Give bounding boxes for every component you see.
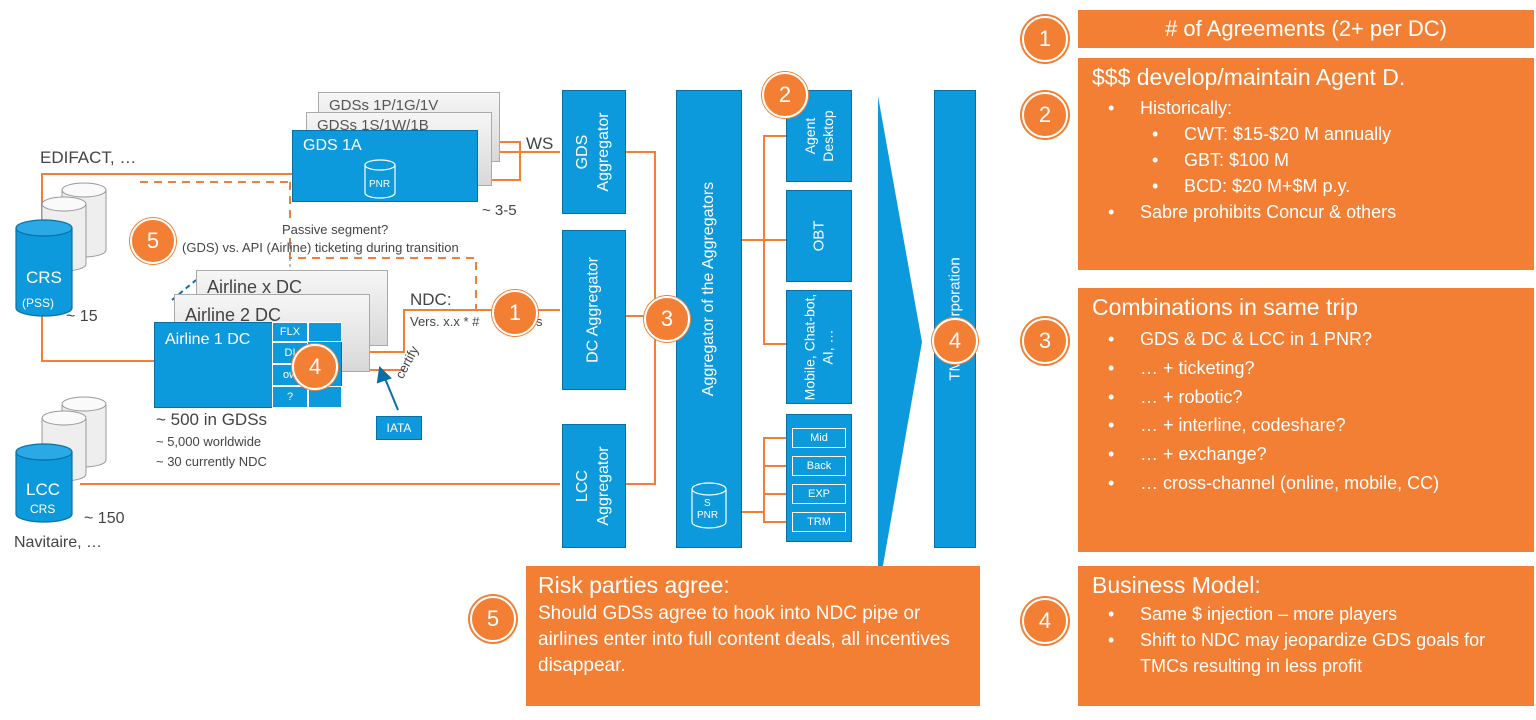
obt-label: OBT bbox=[810, 220, 828, 252]
crs-count: ~ 15 bbox=[66, 308, 98, 325]
aggregator-of-aggregators-label: Aggregator of the Aggregators bbox=[700, 181, 717, 397]
flx-cell: FLX bbox=[272, 322, 308, 342]
marker-1-ndc: 1 bbox=[492, 290, 538, 336]
panel-1-number: 1 bbox=[1022, 16, 1068, 62]
gds-aggregator[interactable]: GDS Aggregator bbox=[562, 90, 626, 214]
currently-ndc-count: ~ 30 currently NDC bbox=[156, 454, 267, 469]
navitaire-label: Navitaire, … bbox=[14, 534, 103, 551]
panel-5-number: 5 bbox=[470, 596, 516, 642]
obt-box[interactable]: OBT bbox=[786, 190, 852, 282]
airline-2-label: Airline 2 DC bbox=[185, 305, 282, 325]
panel-4-number: 4 bbox=[1022, 598, 1068, 644]
marker-5-left: 5 bbox=[130, 218, 176, 264]
gds-count: ~ 3-5 bbox=[482, 202, 517, 219]
lcc-count: ~ 150 bbox=[84, 510, 125, 527]
lcc-aggregator-label: LCC Aggregator bbox=[574, 446, 612, 526]
lcc-aggregator[interactable]: LCC Aggregator bbox=[562, 424, 626, 548]
combination-item: GDS & DC & LCC in 1 PNR? bbox=[1108, 325, 1520, 354]
gbt-item: GBT: $100 M bbox=[1152, 147, 1520, 173]
mobile-chatbot-label: Mobile, Chat-bot, AI, … bbox=[801, 293, 836, 401]
ticketing-transition-label: (GDS) vs. API (Airline) ticketing during… bbox=[182, 240, 459, 255]
mobile-chatbot-box[interactable]: Mobile, Chat-bot, AI, … bbox=[786, 290, 852, 404]
marker-3-aggregators: 3 bbox=[644, 296, 690, 342]
dc-aggregator[interactable]: DC Aggregator bbox=[562, 230, 626, 390]
in-gds-count: ~ 500 in GDSs bbox=[156, 410, 268, 429]
lcc-crs-label: CRS bbox=[30, 502, 56, 516]
combination-item: … cross-channel (online, mobile, CC) bbox=[1108, 469, 1520, 498]
iata-label: IATA bbox=[386, 421, 412, 435]
business-model-panel: Business Model: Same $ injection – more … bbox=[1078, 566, 1534, 706]
worldwide-count: ~ 5,000 worldwide bbox=[156, 434, 262, 449]
marker-4-airline: 4 bbox=[292, 344, 338, 390]
airline-x-label: Airline x DC bbox=[207, 277, 303, 297]
lcc-label: LCC bbox=[26, 480, 61, 499]
pss-label: (PSS) bbox=[22, 296, 55, 310]
combinations-panel: Combinations in same trip GDS & DC & LCC… bbox=[1078, 288, 1534, 552]
dc-aggregator-label: DC Aggregator bbox=[584, 257, 602, 363]
s-pnr-database-icon bbox=[691, 482, 727, 529]
risk-panel: Risk parties agree: Should GDSs agree to… bbox=[526, 566, 980, 706]
version-tail: s bbox=[536, 314, 543, 329]
marker-4-tmc: 4 bbox=[932, 318, 978, 364]
ws-label: WS bbox=[526, 134, 554, 153]
agreements-panel-title: # of Agreements (2+ per DC) bbox=[1165, 16, 1447, 41]
risk-panel-title: Risk parties agree: bbox=[538, 572, 730, 598]
combination-item: … + ticketing? bbox=[1108, 354, 1520, 383]
risk-panel-body: Should GDSs agree to hook into NDC pipe … bbox=[538, 603, 950, 677]
agent-desktop-cost-title: $$$ develop/maintain Agent D. bbox=[1092, 64, 1406, 90]
gds-1a-box[interactable]: GDS 1A PNR bbox=[292, 130, 478, 202]
marker-2-agent-desktop: 2 bbox=[762, 72, 808, 118]
business-model-title: Business Model: bbox=[1092, 572, 1261, 598]
ndc-label: NDC: bbox=[410, 290, 452, 309]
s-pnr-label-bottom: PNR bbox=[697, 510, 719, 521]
crs-label: CRS bbox=[26, 268, 62, 287]
agent-desktop-cost-panel: $$$ develop/maintain Agent D. Historical… bbox=[1078, 58, 1534, 270]
exp-box[interactable]: EXP bbox=[792, 484, 846, 504]
back-box[interactable]: Back bbox=[792, 456, 846, 476]
cell-tr bbox=[308, 322, 342, 342]
passive-segment-label: Passive segment? bbox=[280, 222, 391, 237]
bcd-item: BCD: $20 M+$M p.y. bbox=[1152, 173, 1520, 199]
gds-1a-label: GDS 1A bbox=[303, 137, 362, 154]
edifact-label: EDIFACT, … bbox=[40, 148, 137, 167]
business-model-item: Shift to NDC may jeopardize GDS goals fo… bbox=[1108, 627, 1520, 679]
lcc-database-stack-icon bbox=[15, 396, 107, 523]
combination-item: … + interline, codeshare? bbox=[1108, 411, 1520, 440]
iata-box[interactable]: IATA bbox=[376, 416, 422, 440]
gds-card-back-label: GDSs 1P/1G/1V bbox=[329, 97, 439, 114]
combinations-title: Combinations in same trip bbox=[1092, 294, 1358, 320]
mid-box[interactable]: Mid bbox=[792, 428, 846, 448]
pnr-label: PNR bbox=[369, 179, 391, 190]
pnr-database-icon bbox=[364, 159, 396, 199]
panel-3-number: 3 bbox=[1022, 318, 1068, 364]
cwt-item: CWT: $15-$20 M annually bbox=[1152, 121, 1520, 147]
q-cell: ? bbox=[272, 386, 308, 408]
combination-item: … + robotic? bbox=[1108, 383, 1520, 412]
combination-item: … + exchange? bbox=[1108, 440, 1520, 469]
trm-box[interactable]: TRM bbox=[792, 512, 846, 532]
airline-1-label: Airline 1 DC bbox=[165, 331, 251, 348]
sabre-item: Sabre prohibits Concur & others bbox=[1108, 199, 1520, 225]
agent-desktop-label: Agent Desktop bbox=[801, 110, 836, 162]
gds-card-mid-label: GDSs 1S/1W/1B bbox=[317, 117, 429, 134]
s-pnr-label-top: S bbox=[704, 498, 711, 509]
business-model-item: Same $ injection – more players bbox=[1108, 601, 1520, 627]
crs-database-stack-icon bbox=[15, 182, 107, 317]
agreements-panel: # of Agreements (2+ per DC) bbox=[1078, 10, 1534, 48]
historically-item: Historically: bbox=[1108, 95, 1520, 121]
version-label: Vers. x.x * # bbox=[410, 314, 480, 329]
panel-2-number: 2 bbox=[1022, 92, 1068, 138]
gds-aggregator-label: GDS Aggregator bbox=[574, 112, 612, 192]
